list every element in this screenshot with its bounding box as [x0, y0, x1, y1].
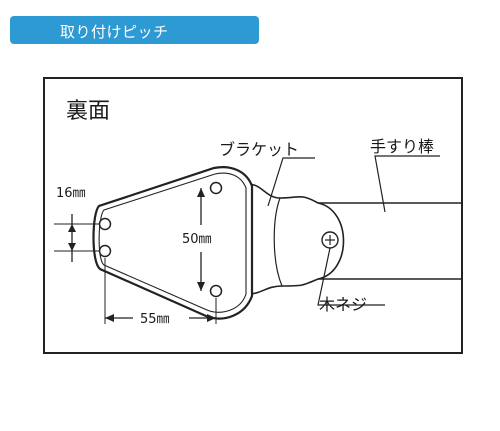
screw-hole-top-left	[98, 217, 112, 231]
dimension-55mm: 55㎜	[104, 258, 217, 327]
screw-hole-bottom-right	[209, 284, 223, 298]
screw-hole-top-right	[209, 181, 223, 195]
dim-55-label: 55㎜	[140, 312, 170, 327]
bracket-neck	[247, 183, 319, 295]
screw-holes	[98, 181, 223, 298]
screw-leader	[317, 247, 385, 306]
bracket-plate	[92, 166, 254, 320]
bracket-label: ブラケット	[219, 140, 299, 159]
dimension-50mm: 50㎜	[182, 188, 212, 291]
dim-50-label: 50㎜	[182, 232, 212, 247]
handrail-label: 手すり棒	[370, 137, 434, 156]
wood-screw-icon	[321, 231, 339, 249]
view-label: 裏面	[66, 99, 110, 124]
section-header-title: 取り付けピッチ	[60, 23, 169, 41]
dimension-16mm: 16㎜	[54, 186, 99, 262]
bracket-leader	[267, 157, 315, 207]
handrail-bar	[317, 202, 462, 280]
dim-16-label: 16㎜	[56, 186, 86, 201]
diagram-frame	[43, 77, 463, 354]
screw-label: 木ネジ	[319, 295, 367, 314]
section-header-badge: 取り付けピッチ	[10, 16, 259, 44]
screw-hole-bottom-left	[98, 244, 112, 258]
handrail-leader	[374, 155, 440, 213]
leader-lines	[267, 155, 440, 306]
